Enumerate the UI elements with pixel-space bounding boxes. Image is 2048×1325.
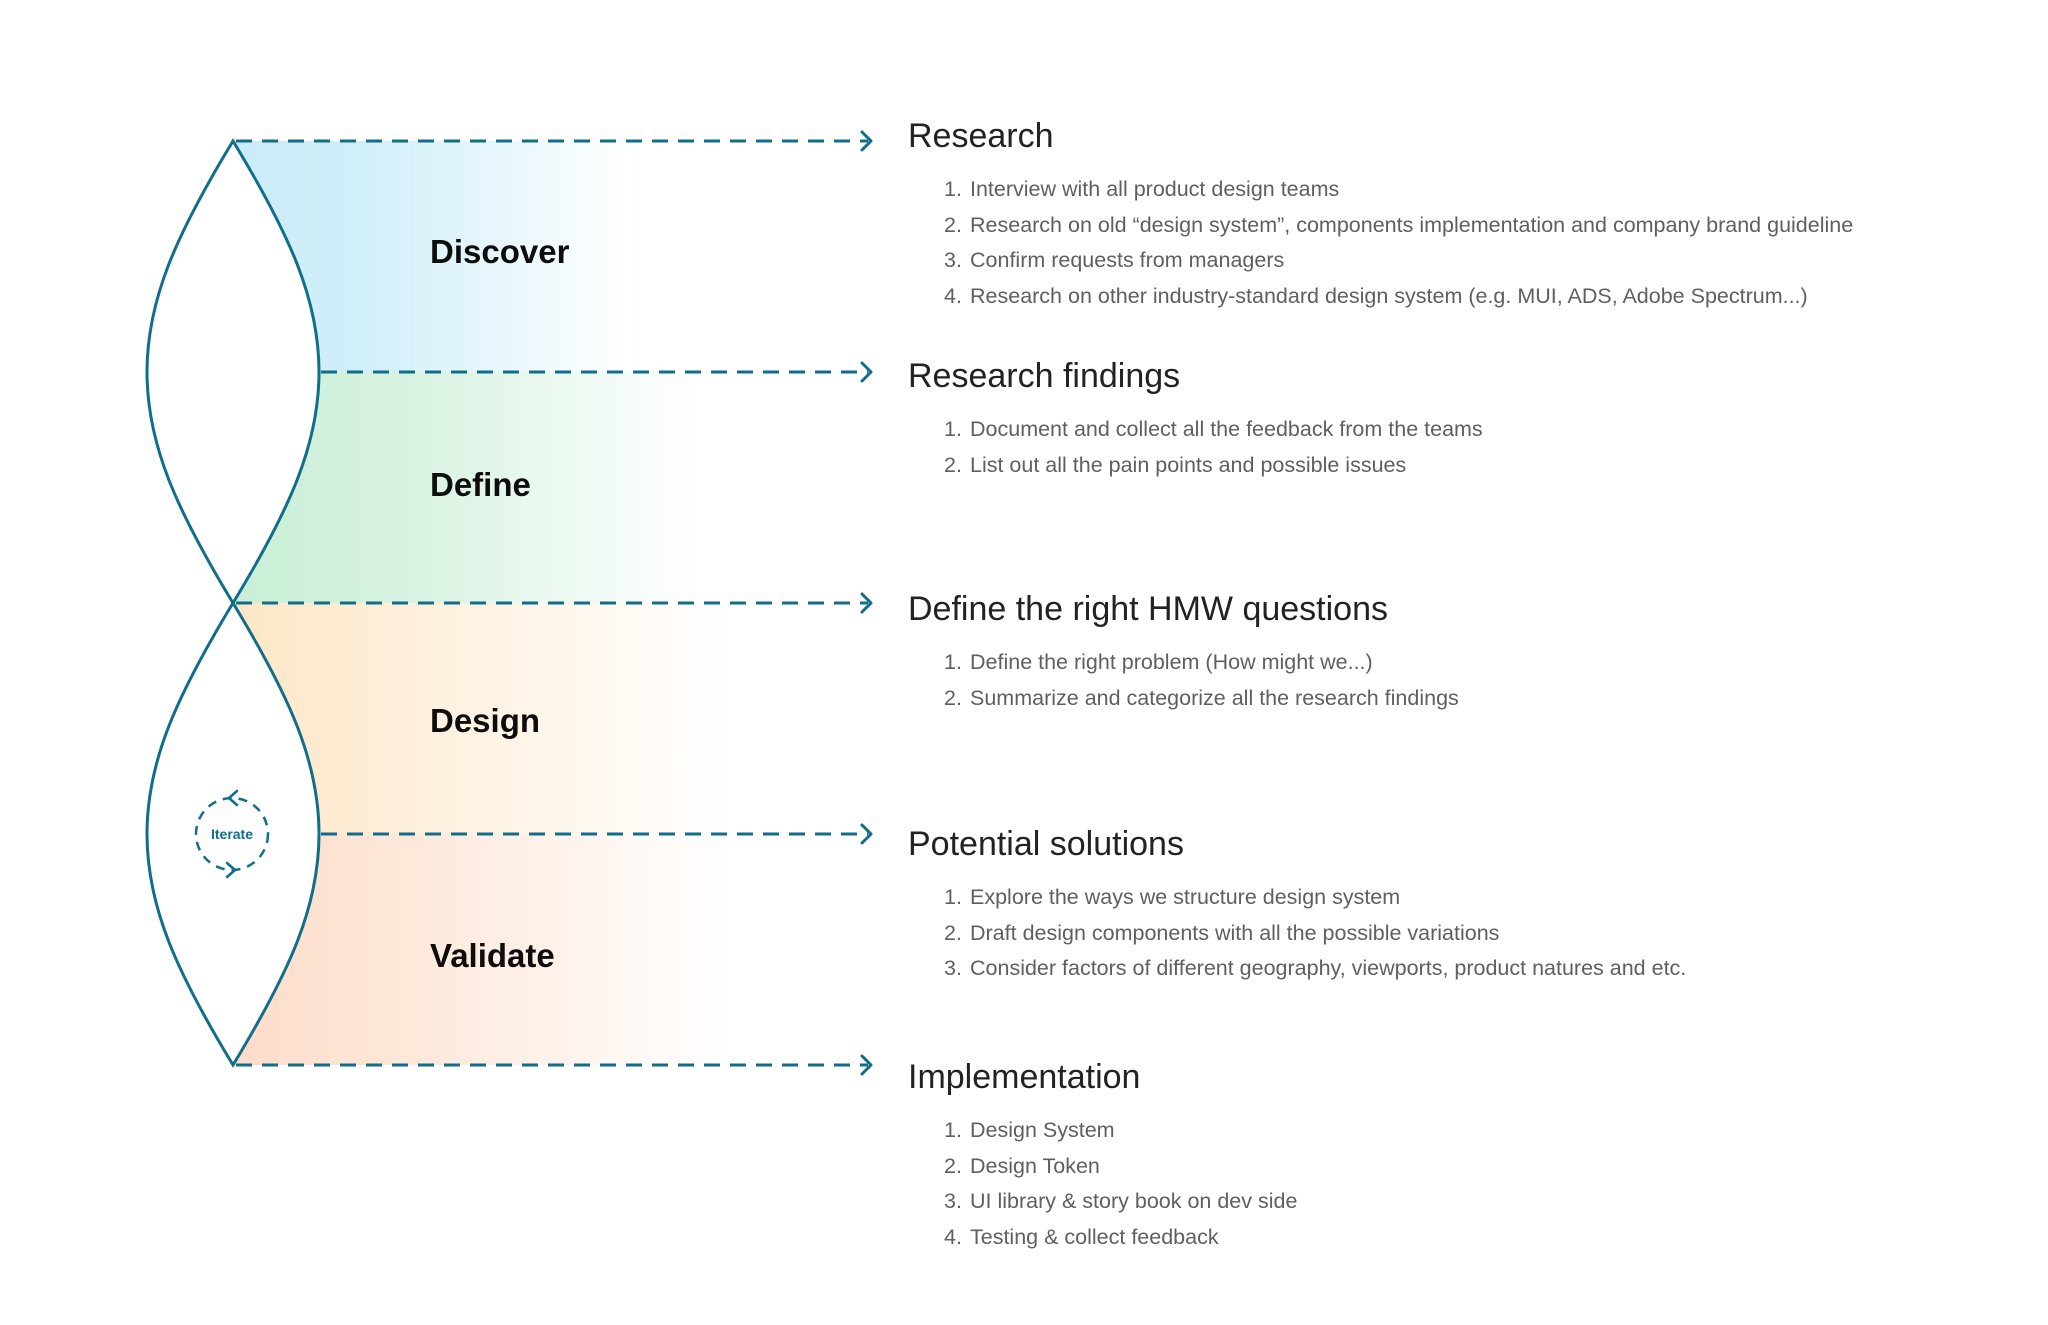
section-implementation: Implementation 1. Design System 2. Design … <box>908 1057 1297 1255</box>
list-item: 1. Document and collect all the feedback … <box>944 412 1483 448</box>
list-number: 4. <box>944 283 962 308</box>
list-number: 1. <box>944 650 962 674</box>
list-number: 2. <box>944 212 962 237</box>
phase-label-validate: Validate <box>430 937 555 974</box>
list-item: 2. Research on old “design system”, compo… <box>944 208 1853 244</box>
section-list: 1. Explore the ways we structure design s… <box>908 880 1686 987</box>
list-number: 4. <box>944 1224 962 1249</box>
list-item: 4. Research on other industry-standard de… <box>944 279 1853 315</box>
phase-label-design: Design <box>430 702 540 739</box>
section-title: Define the right HMW questions <box>908 590 1388 628</box>
list-number: 1. <box>944 885 962 909</box>
list-number: 2. <box>944 1153 962 1178</box>
list-item: 3. UI library & story book on dev side <box>944 1184 1297 1220</box>
list-number: 3. <box>944 956 962 981</box>
list-item: 1. Interview with all product design team… <box>944 172 1853 208</box>
list-text: Research on other industry-standard desi… <box>970 283 1808 308</box>
list-number: 3. <box>944 248 962 273</box>
list-text: Research on old “design system”, compone… <box>970 212 1854 237</box>
phase-label-discover: Discover <box>430 233 570 270</box>
arrowhead-icon <box>860 823 873 845</box>
list-number: 3. <box>944 1189 962 1214</box>
list-text: Design Token <box>970 1153 1100 1178</box>
list-item: 2. Design Token <box>944 1149 1297 1185</box>
design-band <box>233 603 760 834</box>
list-item: 1. Design System <box>944 1113 1297 1149</box>
list-item: 2. Draft design components with all the p… <box>944 916 1686 952</box>
arrowhead-icon <box>860 1054 873 1076</box>
section-title: Research findings <box>908 357 1181 395</box>
section-list: 1. Define the right problem (How might we… <box>908 645 1459 716</box>
list-text: Draft design components with all the pos… <box>970 920 1500 945</box>
list-text: Summarize and categorize all the researc… <box>970 685 1459 710</box>
list-number: 1. <box>944 417 962 441</box>
section-potential-solutions: Potential solutions 1. Explore the ways w… <box>908 824 1686 987</box>
section-title: Research <box>908 117 1054 155</box>
lower-lens-outline <box>145 600 321 1068</box>
list-number: 2. <box>944 685 962 710</box>
define-band <box>233 372 760 603</box>
list-text: Explore the ways we structure design sys… <box>970 885 1401 909</box>
section-research-findings: Research findings 1. Document and collect… <box>908 356 1483 483</box>
list-number: 1. <box>944 1118 962 1142</box>
list-item: 2. List out all the pain points and possi… <box>944 448 1483 484</box>
list-item: 4. Testing & collect feedback <box>944 1220 1297 1256</box>
list-item: 1. Define the right problem (How might we… <box>944 645 1459 681</box>
section-research: Research 1. Interview with all product de… <box>908 116 1853 314</box>
arrowhead-icon <box>860 361 873 383</box>
list-item: 1. Explore the ways we structure design s… <box>944 880 1686 916</box>
validate-band <box>233 834 760 1065</box>
list-text: Interview with all product design teams <box>970 177 1340 201</box>
arrowhead-icon <box>860 592 873 614</box>
discover-band <box>233 141 760 372</box>
list-text: Confirm requests from managers <box>970 248 1285 273</box>
list-text: Define the right problem (How might we..… <box>970 650 1373 674</box>
list-number: 2. <box>944 452 962 477</box>
list-text: Document and collect all the feedback fr… <box>970 417 1483 441</box>
list-text: UI library & story book on dev side <box>970 1189 1298 1214</box>
phase-label-define: Define <box>430 466 531 503</box>
iterate-loop-icon: Iterate <box>194 789 270 879</box>
section-list: 1. Document and collect all the feedback … <box>908 412 1483 483</box>
list-text: Testing & collect feedback <box>970 1224 1219 1249</box>
arrowhead-icon <box>860 130 873 152</box>
list-item: 3. Consider factors of different geograph… <box>944 951 1686 987</box>
iterate-label: Iterate <box>211 826 253 842</box>
list-text: Design System <box>970 1118 1115 1142</box>
list-item: 2. Summarize and categorize all the resea… <box>944 681 1459 717</box>
list-text: Consider factors of different geography,… <box>970 956 1687 981</box>
section-list: 1. Interview with all product design team… <box>908 172 1853 314</box>
list-number: 2. <box>944 920 962 945</box>
section-hmw-questions: Define the right HMW questions 1. Define … <box>908 589 1459 716</box>
list-text: List out all the pain points and possibl… <box>970 452 1407 477</box>
section-list: 1. Design System 2. Design Token 3. UI libr… <box>908 1113 1297 1255</box>
list-number: 1. <box>944 177 962 201</box>
list-item: 3. Confirm requests from managers <box>944 243 1853 279</box>
section-title: Implementation <box>908 1058 1141 1096</box>
section-title: Potential solutions <box>908 825 1184 863</box>
